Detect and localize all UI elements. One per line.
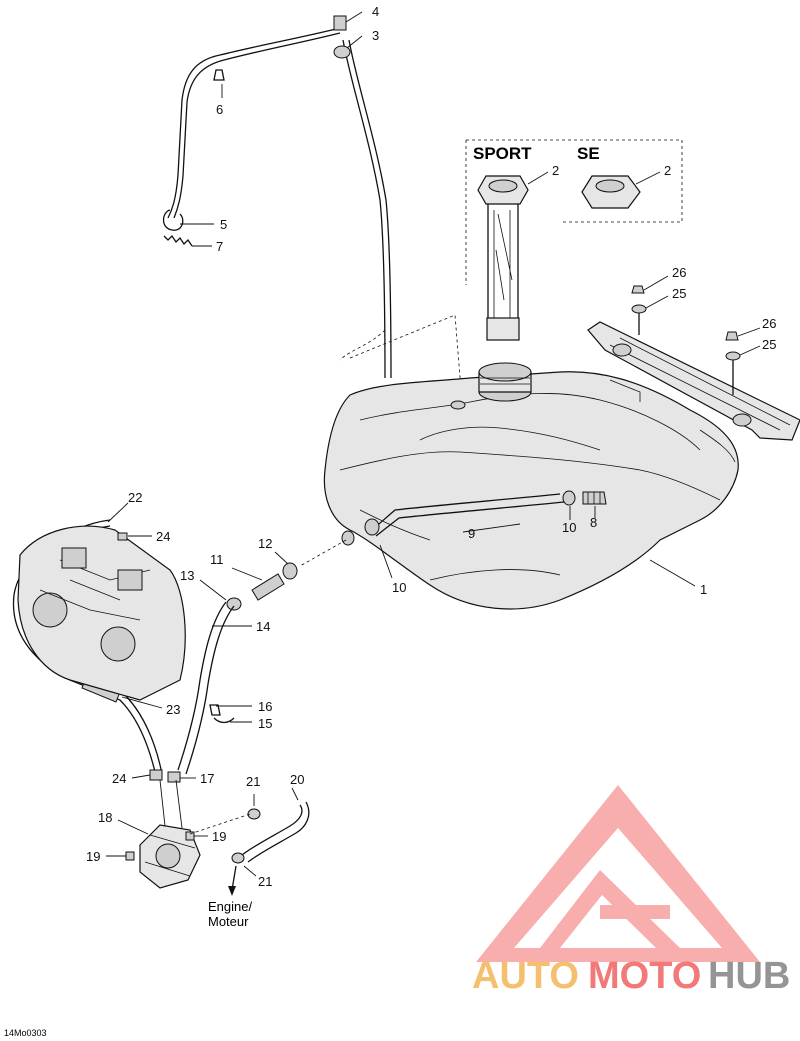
clamp-24-b [149,769,163,781]
clamp-17 [167,771,181,783]
clamp-24-a [117,532,128,541]
engine-label-line2: Moteur [208,914,249,929]
callout-24-a: 24 [156,529,170,544]
fuel-tank [323,371,739,610]
callout-22: 22 [128,490,142,505]
variant-label-sport: SPORT [473,144,532,163]
callout-25-a: 25 [672,286,686,301]
callout-12: 12 [258,536,272,551]
callout-16: 16 [258,699,272,714]
fitting-assembly [226,539,347,611]
callout-8: 8 [590,515,597,530]
callout-6: 6 [216,102,223,117]
clamp-10-b [562,490,576,506]
callout-7: 7 [216,239,223,254]
filter-8 [582,491,607,505]
drawing-code: 14Mo0303 [4,1028,47,1038]
filler-neck [478,362,532,402]
mounting-bracket [587,321,800,441]
clamp-21-b [231,852,245,864]
clamp-21-a [247,808,261,820]
nut-26-a [631,285,645,294]
clip-16-15 [209,704,235,724]
callout-15: 15 [258,716,272,731]
callout-10-a: 10 [392,580,406,595]
impulse-hose-20 [241,801,310,863]
callout-20: 20 [290,772,304,787]
screw-19-b [125,851,135,861]
callout-13: 13 [180,568,194,583]
callout-24-b: 24 [112,771,126,786]
callout-11: 11 [210,552,224,567]
watermark-logo [476,785,760,962]
engine-label: Engine/ Moteur [208,899,252,929]
watermark-text-auto: AUTO [472,955,579,997]
callout-3: 3 [372,28,379,43]
clip-6 [213,69,225,81]
leader-lines [106,11,761,877]
callout-23: 23 [166,702,180,717]
washer-25-b [725,351,741,395]
fuel-pickup-tube-9 [371,493,565,537]
watermark-text-moto: MOTO [588,955,701,997]
callout-5: 5 [220,217,227,232]
callout-14: 14 [256,619,270,634]
callout-26-a: 26 [672,265,686,280]
callout-9: 9 [468,526,475,541]
variant-label-se: SE [577,144,600,163]
callout-2-se: 2 [664,163,671,178]
spring-7 [163,234,193,247]
filler-cap-se [581,175,641,209]
callout-1: 1 [700,582,707,597]
callout-17: 17 [200,771,214,786]
callout-21-a: 21 [246,774,260,789]
callout-labels: 4 3 6 5 7 2 2 26 25 26 25 1 9 10 10 8 12… [86,4,776,889]
callout-25-b: 25 [762,337,776,352]
clamp-10-a [364,518,380,536]
carburetor-assembly [17,525,186,701]
nut-26-b [725,331,739,341]
watermark-text: AUTO MOTO HUB [472,955,790,997]
fuel-pump-18 [139,779,201,889]
elbow-fitting-4 [333,15,347,31]
callout-2-sport: 2 [552,163,559,178]
check-valve-loop-5 [162,209,184,231]
callout-18: 18 [98,810,112,825]
callout-19-a: 19 [212,829,226,844]
callout-26-b: 26 [762,316,776,331]
callout-4: 4 [372,4,379,19]
filler-cap-with-gauge [477,175,529,341]
callout-21-b: 21 [258,874,272,889]
watermark-text-hub: HUB [708,955,790,997]
tank-outlet [341,530,355,546]
fuel-hose-14 [177,601,235,775]
fuel-vent-line [167,27,463,403]
engine-label-line1: Engine/ [208,899,252,914]
callout-10-b: 10 [562,520,576,535]
engine-arrowhead [228,886,236,896]
callout-19-b: 19 [86,849,100,864]
grommet-3 [333,45,351,59]
washer-25-a [631,304,647,335]
pump-dash-line [189,813,251,835]
variant-box: SPORT SE [465,139,683,285]
